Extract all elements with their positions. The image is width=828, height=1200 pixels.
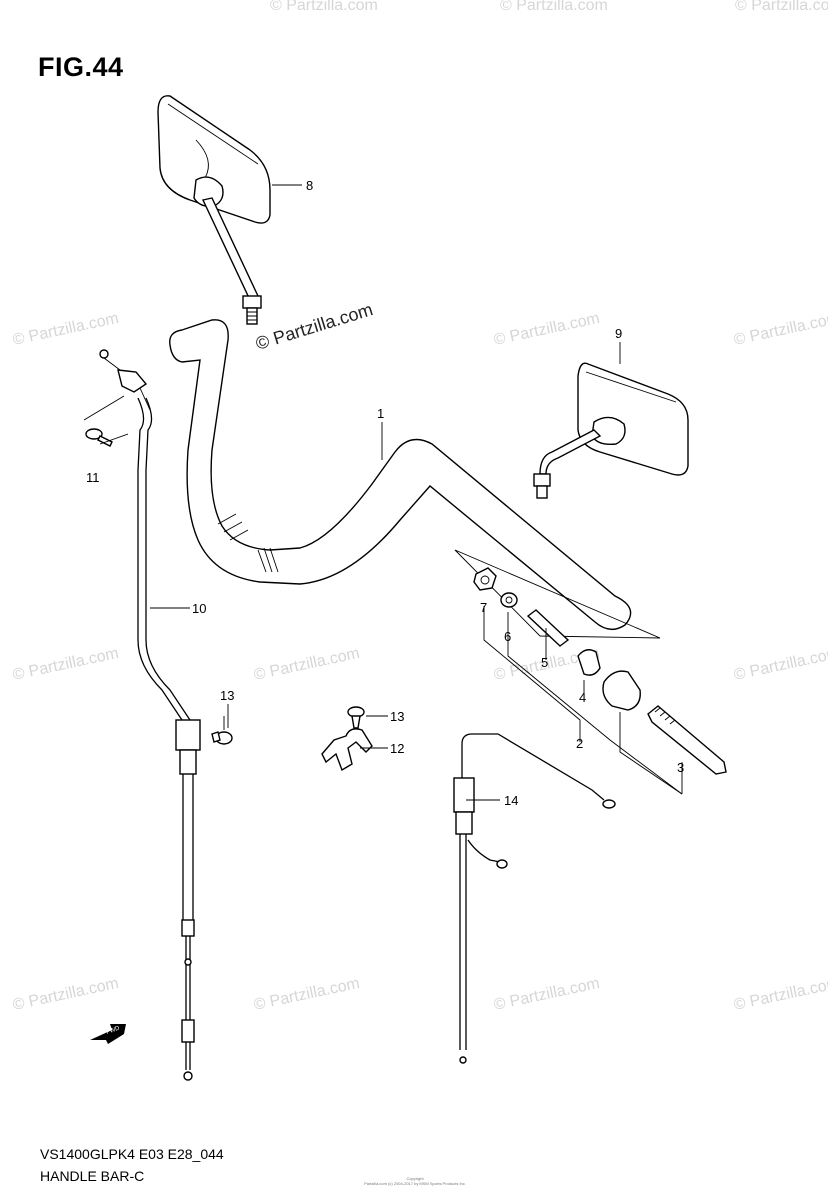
part-13-screw-left [211, 716, 233, 745]
watermark-text: © Partzilla.com [492, 310, 601, 349]
watermark-text: © Partzilla.com [732, 975, 828, 1014]
part-1-handlebar [169, 319, 632, 630]
part-14-switch-cable [453, 733, 616, 1064]
callout-10: 10 [192, 601, 206, 616]
part-12-clamp [321, 728, 373, 772]
callout-9: 9 [615, 326, 622, 341]
figure-name: HANDLE BAR-C [40, 1168, 145, 1184]
callout-8: 8 [306, 178, 313, 193]
forward-direction-arrow: FWD [90, 1024, 126, 1044]
watermark-text: © Partzilla.com [252, 645, 361, 684]
part-13-screw-center [347, 706, 365, 729]
leader-lines-mount [483, 606, 683, 795]
part-6-washer [500, 592, 518, 608]
watermark-text: © Partzilla.com [492, 975, 601, 1014]
part-9-right-mirror [533, 362, 689, 499]
callout-12: 12 [390, 741, 404, 756]
fwd-label: FWD [106, 1025, 122, 1036]
watermark-text: © Partzilla.com [735, 0, 828, 14]
copyright-line-2: Partzilla.com (c) 2004-2017 by MSM Sport… [364, 1181, 466, 1186]
watermark-main: © Partzilla.com [253, 299, 375, 354]
watermark-grid: © Partzilla.com © Partzilla.com © Partzi… [11, 0, 828, 1014]
mounting-bracket-outline [454, 549, 661, 639]
watermark-text: © Partzilla.com [732, 645, 828, 684]
watermark-text: © Partzilla.com [270, 0, 378, 14]
part-2-holder [602, 670, 641, 711]
part-11-screw [83, 395, 129, 447]
part-7-nut [473, 567, 497, 591]
part-10-throttle-cable [99, 349, 201, 1081]
watermark-text: © Partzilla.com [732, 310, 828, 349]
copyright-line-1: Copyright [406, 1176, 424, 1181]
callout-14: 14 [504, 793, 518, 808]
callout-11: 11 [86, 470, 100, 485]
watermark-text: © Partzilla.com [11, 975, 120, 1014]
watermark-text: © Partzilla.com [11, 645, 120, 684]
watermark-text: © Partzilla.com [500, 0, 608, 14]
part-4-cushion [577, 649, 601, 676]
callout-2: 2 [576, 736, 583, 751]
part-8-left-mirror [157, 95, 271, 325]
callout-numbers: 8 9 1 10 11 13 13 12 14 7 6 5 4 2 3 [86, 178, 684, 808]
callout-4: 4 [579, 690, 586, 705]
figure-title: FIG.44 [38, 52, 124, 82]
callout-13-left: 13 [220, 688, 234, 703]
model-code: VS1400GLPK4 E03 E28_044 [40, 1146, 224, 1162]
callout-3: 3 [677, 760, 684, 775]
watermark-text: © Partzilla.com [252, 975, 361, 1014]
watermark-text: © Partzilla.com [11, 310, 120, 349]
copyright-note: Copyright Partzilla.com (c) 2004-2017 by… [355, 1176, 475, 1186]
callout-6: 6 [504, 629, 511, 644]
callout-13-center: 13 [390, 709, 404, 724]
callout-1: 1 [377, 406, 384, 421]
part-3-bolt [647, 705, 727, 775]
callout-7: 7 [480, 600, 487, 615]
part-5-spacer [526, 609, 570, 647]
callout-leaders [150, 184, 621, 801]
callout-5: 5 [541, 655, 548, 670]
